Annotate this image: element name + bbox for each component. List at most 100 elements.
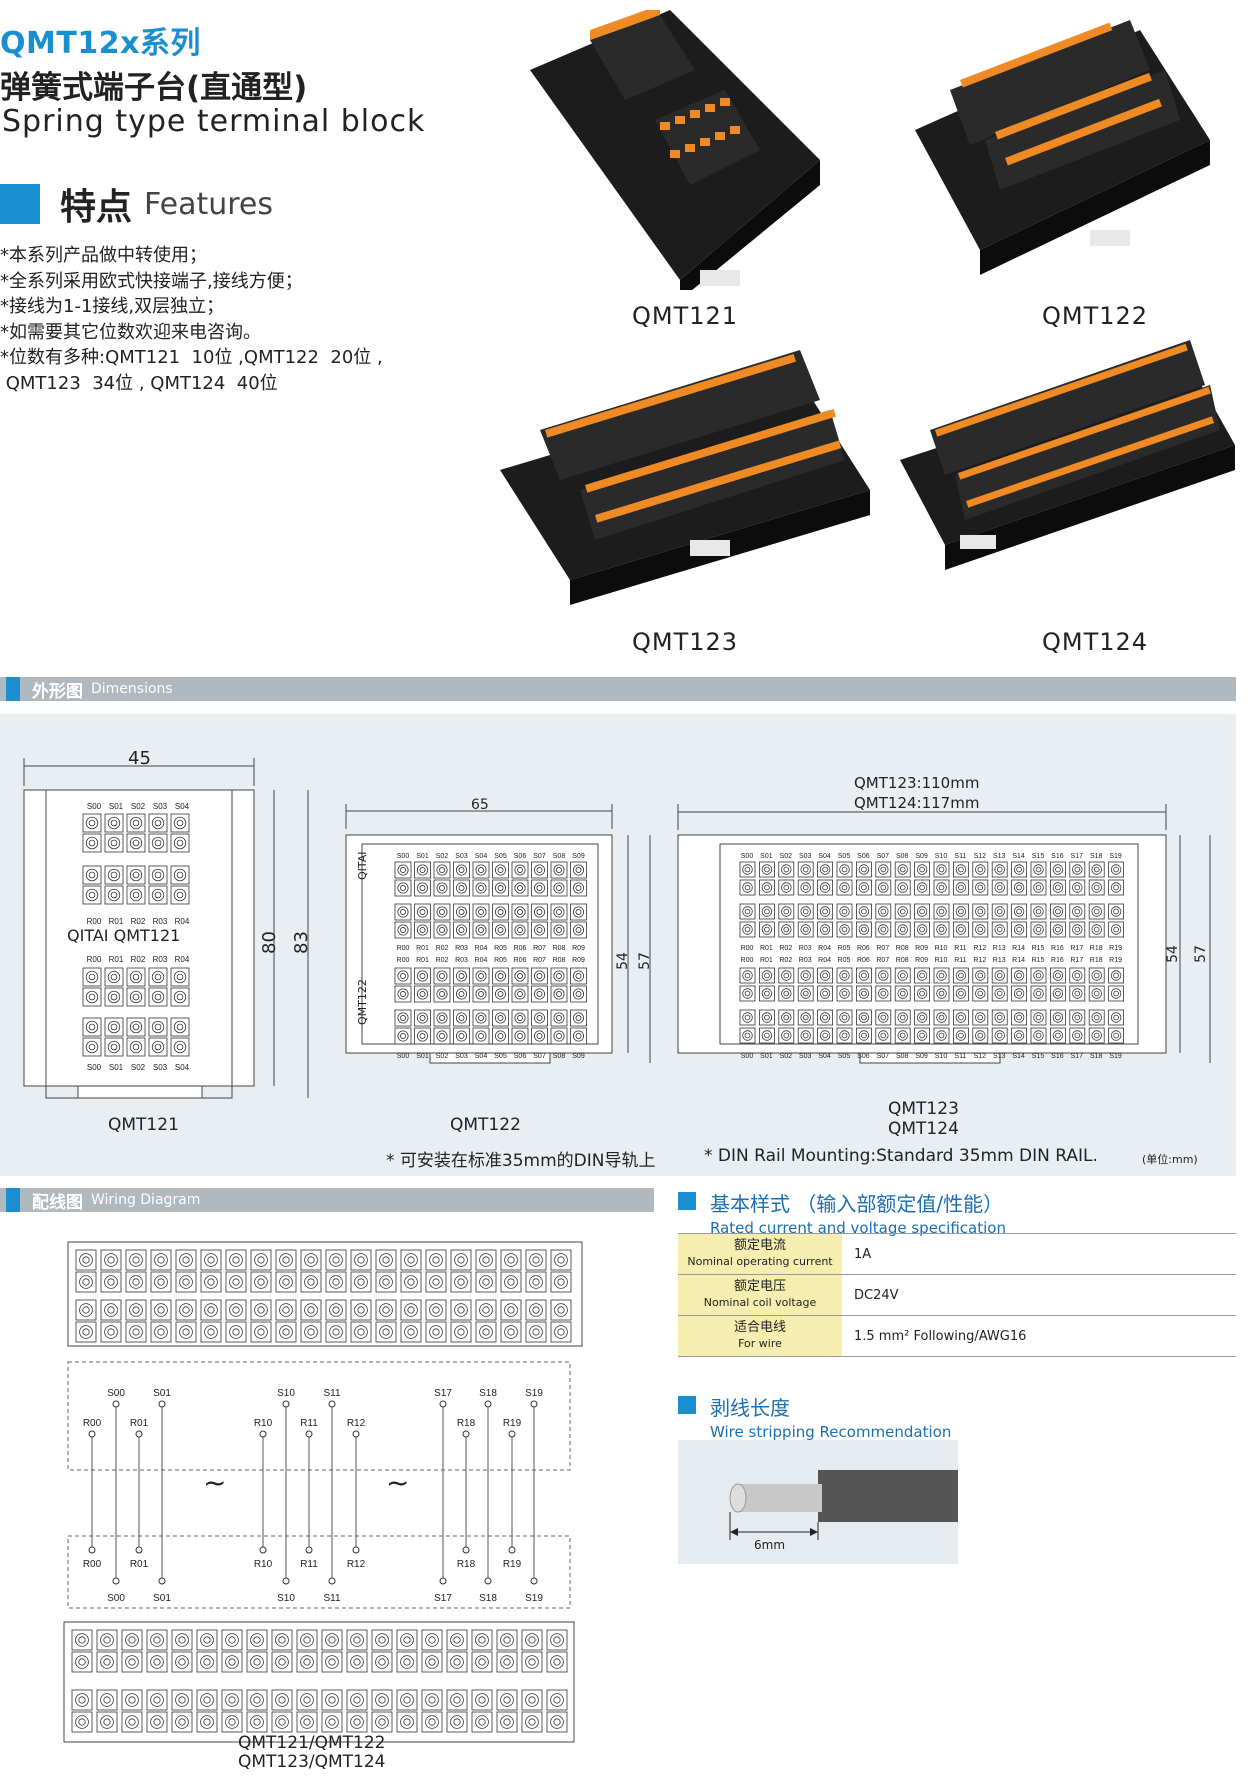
- terminal-screw: [1113, 866, 1119, 873]
- terminal-cell: [475, 1321, 497, 1343]
- terminal-screw: [1113, 884, 1119, 891]
- terminal-screw: [154, 973, 162, 981]
- terminal-cell: [126, 813, 146, 833]
- terminal-screw: [525, 1715, 539, 1729]
- terminal-cell: [759, 967, 775, 984]
- terminal-screw: [572, 1012, 585, 1024]
- terminal-screw: [475, 970, 487, 982]
- terminal-screw: [128, 1696, 136, 1704]
- terminal-screw: [822, 866, 828, 873]
- terminal-cell: [433, 879, 451, 897]
- terminal-screw: [839, 970, 850, 981]
- terminal-screw: [1052, 988, 1064, 999]
- terminal-screw: [203, 1636, 211, 1644]
- terminal-screw: [897, 906, 908, 917]
- terminal-cell: [425, 1271, 447, 1293]
- terminal-cell: [875, 903, 892, 920]
- terminal-cell: [246, 1651, 268, 1673]
- terminal-label: R05: [838, 945, 851, 952]
- terminal-screw: [173, 816, 187, 830]
- terminal-screw: [1072, 970, 1083, 981]
- terminal-screw: [1074, 908, 1081, 915]
- terminal-screw: [800, 882, 811, 893]
- terminal-screw: [85, 888, 99, 902]
- terminal-screw: [182, 1328, 190, 1336]
- terminal-screw: [132, 891, 140, 899]
- terminal-screw: [994, 988, 1005, 999]
- terminal-screw: [533, 970, 546, 982]
- terminal-cell: [450, 1271, 472, 1293]
- terminal-cell: [570, 879, 587, 897]
- terminal-screw: [800, 988, 811, 999]
- terminal-screw: [955, 1030, 967, 1041]
- terminal-screw: [861, 1032, 867, 1039]
- terminal-cell: [421, 1629, 443, 1651]
- terminal-cell: [1088, 879, 1105, 896]
- terminal-label: R04: [475, 945, 488, 952]
- terminal-cell: [933, 985, 950, 1002]
- terminal-screw: [1072, 864, 1083, 875]
- terminal-screw: [1055, 990, 1061, 997]
- terminal-screw: [764, 1014, 770, 1021]
- terminal-cell: [933, 1009, 950, 1026]
- terminal-screw: [439, 909, 445, 915]
- terminal-cell: [475, 1299, 497, 1321]
- terminal-screw: [1035, 866, 1042, 873]
- terminal-cell: [817, 967, 833, 984]
- wire-node: [282, 1577, 290, 1585]
- terminal-screw: [975, 864, 986, 875]
- wire-label: S17: [434, 1593, 452, 1604]
- terminal-screw: [179, 1325, 193, 1339]
- terminal-screw: [556, 867, 562, 873]
- terminal-cell: [400, 1321, 422, 1343]
- terminal-screw: [416, 1012, 429, 1024]
- terminal-screw: [475, 924, 487, 936]
- terminal-label: S14: [1012, 853, 1025, 860]
- terminal-cell: [121, 1689, 143, 1711]
- terminal-cell: [148, 813, 168, 833]
- terminal-screw: [783, 1032, 790, 1039]
- terminal-screw: [428, 1658, 436, 1666]
- terminal-screw: [282, 1278, 290, 1286]
- terminal-cell: [953, 921, 969, 938]
- terminal-screw: [503, 1636, 511, 1644]
- terminal-cell: [414, 985, 431, 1003]
- terminal-label: R05: [494, 957, 507, 964]
- terminal-screw: [839, 1030, 850, 1041]
- terminal-screw: [517, 991, 523, 997]
- terminal-cell: [933, 903, 950, 920]
- terminal-cell: [797, 861, 814, 878]
- terminal-screw: [478, 1033, 484, 1039]
- terminal-cell: [972, 967, 989, 984]
- terminal-cell: [126, 833, 146, 853]
- terminal-screw: [1110, 988, 1122, 999]
- terminal-screw: [897, 1012, 908, 1023]
- terminal-screw: [439, 1033, 445, 1039]
- terminal-screw: [278, 1636, 286, 1644]
- terminal-cell: [394, 921, 412, 939]
- terminal-screw: [517, 1015, 523, 1021]
- wire-node: [88, 1546, 96, 1554]
- feature-item: QMT123 34位 , QMT124 40位: [0, 372, 278, 394]
- terminal-screw: [350, 1693, 364, 1707]
- terminal-screw: [897, 988, 908, 999]
- terminal-screw: [783, 866, 790, 873]
- terminal-screw: [382, 1278, 390, 1286]
- terminal-screw: [880, 908, 887, 915]
- terminal-screw: [802, 972, 809, 979]
- terminal-label: S12: [974, 1053, 987, 1060]
- terminal-screw: [861, 884, 867, 891]
- terminal-cell: [200, 1299, 222, 1321]
- terminal-cell: [71, 1629, 93, 1651]
- terminal-cell: [933, 861, 950, 878]
- terminal-screw: [1074, 866, 1081, 873]
- terminal-screw: [575, 973, 582, 979]
- terminal-screw: [79, 1303, 93, 1317]
- terminal-cell: [453, 879, 470, 897]
- terminal-label: S02: [780, 853, 793, 860]
- terminal-screw: [332, 1278, 340, 1286]
- feature-item: *位数有多种:QMT121 10位 ,QMT122 20位 ,: [0, 347, 383, 368]
- terminal-screw: [178, 1696, 186, 1704]
